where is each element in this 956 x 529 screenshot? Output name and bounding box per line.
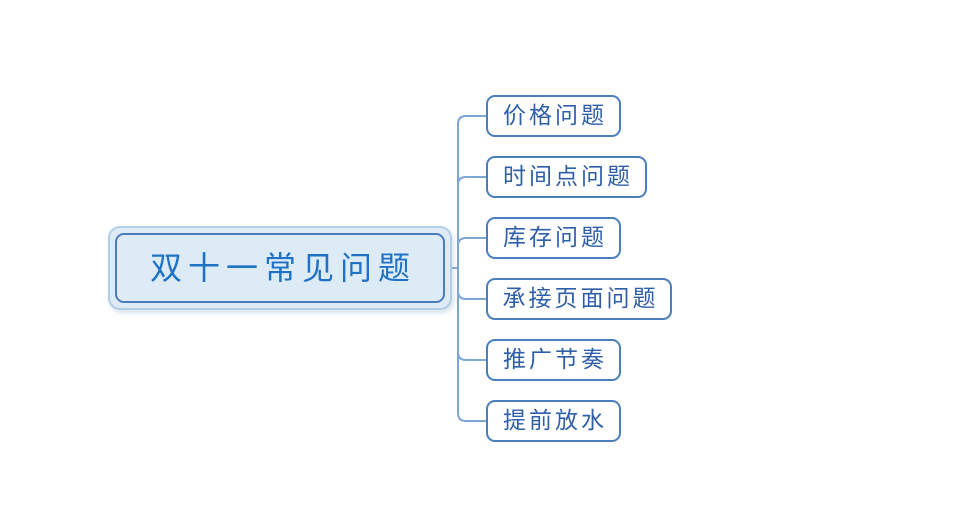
topic-landing-page-issue[interactable]: 承接页面问题 [486,278,672,320]
topic-price-issue-label: 价格问题 [503,102,607,129]
connector-branch-price [457,115,487,269]
topic-price-issue[interactable]: 价格问题 [486,95,621,137]
topic-landing-page-issue-label: 承接页面问题 [502,285,659,312]
root-topic-inner-border: 双十一常见问题 [115,233,445,303]
connector-branch-early-release [457,267,487,422]
root-topic-label: 双十一常见问题 [149,249,416,287]
connector-branch-landing-page [457,290,487,300]
topic-inventory-issue[interactable]: 库存问题 [486,217,621,259]
topic-timing-issue[interactable]: 时间点问题 [486,156,647,198]
topic-early-release[interactable]: 提前放水 [486,400,621,442]
topic-inventory-issue-label: 库存问题 [503,224,607,251]
topic-early-release-label: 提前放水 [503,407,607,434]
topic-timing-issue-label: 时间点问题 [503,163,633,190]
connector-branch-inventory [457,237,487,247]
connector-branch-promo-rhythm [457,351,487,361]
root-topic-node[interactable]: 双十一常见问题 [108,226,452,310]
connector-branch-timing [457,176,487,186]
topic-promotion-rhythm-label: 推广节奏 [503,346,607,373]
topic-promotion-rhythm[interactable]: 推广节奏 [486,339,621,381]
